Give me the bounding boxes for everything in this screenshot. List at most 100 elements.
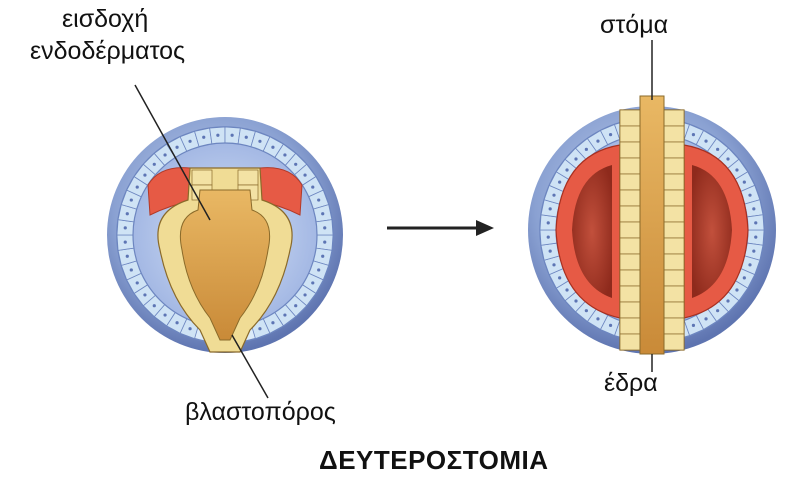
endoderm-cell (664, 110, 684, 126)
cell-nucleus (735, 288, 738, 291)
cell-nucleus (271, 321, 274, 324)
cell-nucleus (565, 288, 568, 291)
endoderm-cell (664, 126, 684, 142)
endoderm-cell (620, 174, 640, 190)
cell-nucleus (547, 221, 550, 224)
cell-nucleus (726, 157, 729, 160)
cell-nucleus (323, 241, 326, 244)
cell-nucleus (136, 185, 139, 188)
cell-nucleus (321, 255, 324, 258)
label-endoderm-invagination-line2: ενδοδέρματος (30, 36, 185, 66)
endoderm-cell (664, 270, 684, 286)
cell-nucleus (317, 198, 320, 201)
cell-nucleus (585, 148, 588, 151)
cell-nucleus (283, 313, 286, 316)
cell-nucleus (726, 299, 729, 302)
cell-nucleus (609, 133, 612, 136)
cell-nucleus (143, 173, 146, 176)
development-arrow (387, 220, 494, 236)
cell-nucleus (323, 226, 326, 229)
deuterostome-embryo (528, 96, 776, 354)
cell-nucleus (735, 168, 738, 171)
endoderm-cell (664, 254, 684, 270)
endoderm-cell (620, 158, 640, 174)
cell-nucleus (596, 317, 599, 320)
cell-nucleus (175, 146, 178, 149)
cell-nucleus (188, 327, 191, 330)
cell-nucleus (585, 309, 588, 312)
label-endoderm-invagination-line1: εισδοχή (62, 4, 148, 34)
cell-nucleus (704, 317, 707, 320)
endoderm-cell (620, 318, 640, 334)
cell-nucleus (303, 293, 306, 296)
endoderm-cell (620, 142, 640, 158)
endoderm-cell (664, 174, 684, 190)
cell-nucleus (188, 140, 191, 143)
cell-nucleus (136, 281, 139, 284)
cell-nucleus (692, 133, 695, 136)
endoderm-cell (620, 270, 640, 286)
cell-nucleus (303, 173, 306, 176)
endoderm-cell (664, 318, 684, 334)
endoderm-cell (664, 190, 684, 206)
cell-nucleus (574, 299, 577, 302)
cell-nucleus (748, 263, 751, 266)
cell-nucleus (124, 226, 127, 229)
cell-nucleus (752, 250, 755, 253)
cell-nucleus (704, 140, 707, 143)
endoderm-cell (620, 206, 640, 222)
endoderm-cell (238, 170, 258, 185)
cell-nucleus (271, 146, 274, 149)
cell-nucleus (153, 304, 156, 307)
cell-nucleus (130, 268, 133, 271)
cell-nucleus (143, 293, 146, 296)
cell-nucleus (743, 181, 746, 184)
endoderm-cell (620, 302, 640, 318)
cell-nucleus (294, 163, 297, 166)
cell-nucleus (216, 134, 219, 137)
label-blastopore: βλαστοπόρος (185, 397, 336, 427)
endoderm-cell (664, 142, 684, 158)
cell-nucleus (153, 163, 156, 166)
endoderm-cell (664, 238, 684, 254)
endoderm-cell (620, 222, 640, 238)
cell-nucleus (748, 194, 751, 197)
cell-nucleus (558, 276, 561, 279)
cell-nucleus (311, 185, 314, 188)
cell-nucleus (163, 153, 166, 156)
gastrula-embryo (107, 117, 343, 353)
diagram-title: ΔΕΥΤΕΡΟΣΤΟΜΙΑ (319, 445, 549, 476)
cell-nucleus (716, 309, 719, 312)
cell-nucleus (283, 153, 286, 156)
cell-nucleus (126, 212, 129, 215)
endoderm-cell (620, 126, 640, 142)
cell-nucleus (245, 136, 248, 139)
endoderm-cell (620, 334, 640, 350)
cell-nucleus (202, 136, 205, 139)
cell-nucleus (549, 250, 552, 253)
cell-nucleus (549, 207, 552, 210)
cell-nucleus (317, 268, 320, 271)
cell-nucleus (754, 235, 757, 238)
cell-nucleus (552, 263, 555, 266)
cell-nucleus (175, 321, 178, 324)
endoderm-cell (664, 334, 684, 350)
endoderm-cell (664, 222, 684, 238)
label-anus: έδρα (604, 368, 658, 398)
cell-nucleus (258, 327, 261, 330)
cell-nucleus (130, 198, 133, 201)
endoderm-cell (664, 206, 684, 222)
cell-nucleus (321, 212, 324, 215)
cell-nucleus (294, 304, 297, 307)
gut-lumen (640, 96, 664, 354)
cell-nucleus (558, 181, 561, 184)
cell-nucleus (716, 148, 719, 151)
cell-nucleus (609, 324, 612, 327)
endoderm-cell (192, 170, 212, 185)
endoderm-cell (620, 190, 640, 206)
endoderm-cell (664, 302, 684, 318)
cell-nucleus (124, 241, 127, 244)
cell-nucleus (163, 313, 166, 316)
